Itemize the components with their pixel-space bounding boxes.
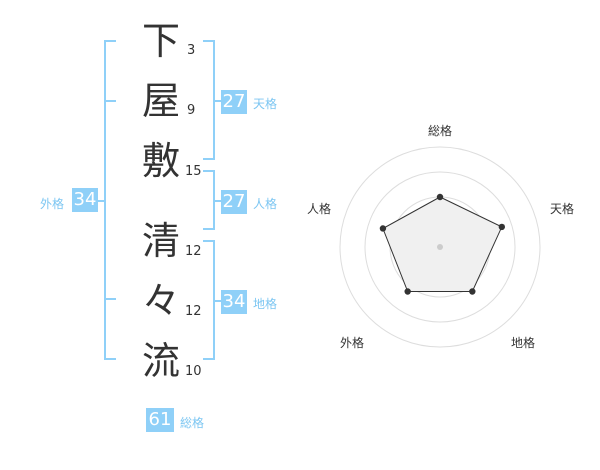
gaikaku-label: 外格: [40, 197, 65, 211]
bracket-line: [203, 240, 215, 242]
name-char-6: 流: [141, 339, 180, 383]
radar-score-points: [379, 193, 506, 295]
chikaku-value: 34: [221, 290, 247, 314]
radar-center-dot: [437, 244, 443, 250]
jinkaku-value: 27: [221, 190, 247, 214]
bracket-line: [104, 298, 116, 300]
bracket-line: [104, 40, 116, 42]
bracket-line: [213, 200, 221, 202]
radar-ring: [364, 171, 516, 323]
stroke-count-5: 12: [185, 304, 202, 319]
radar-point: [498, 223, 506, 231]
name-char-3: 敷: [141, 139, 180, 183]
name-char-2: 屋: [141, 79, 180, 123]
name-char-4: 清: [141, 219, 180, 263]
radar-label-chikaku: 地格: [511, 336, 536, 350]
bracket-line: [203, 40, 215, 42]
bracket-line: [213, 300, 221, 302]
bracket-line: [104, 100, 116, 102]
gaikaku-value: 34: [72, 188, 98, 212]
soukaku-label: 総格: [180, 416, 205, 430]
name-char-1: 下: [141, 19, 180, 63]
radar-point: [379, 225, 387, 232]
stroke-count-4: 12: [185, 244, 202, 259]
radar-label-gaikaku: 外格: [340, 336, 365, 350]
name-char-5: 々: [141, 279, 180, 323]
stroke-count-3: 15: [185, 164, 202, 179]
radar-label-jinkaku: 人格: [307, 202, 332, 216]
chikaku-label: 地格: [253, 297, 278, 311]
bracket-line: [203, 170, 215, 172]
radar-point: [469, 288, 476, 295]
radar-point: [404, 288, 411, 295]
stroke-count-2: 9: [187, 103, 196, 118]
stroke-count-6: 10: [185, 364, 202, 379]
bracket-line: [104, 358, 116, 360]
radar-ring: [339, 146, 541, 348]
bracket-line: [96, 200, 104, 202]
stroke-count-1: 3: [187, 43, 196, 58]
jinkaku-label: 人格: [253, 197, 278, 211]
bracket-line: [203, 228, 215, 230]
tenkaku-label: 天格: [253, 97, 278, 111]
bracket-line: [213, 100, 221, 102]
soukaku-value: 61: [146, 408, 174, 432]
radar-label-soukaku: 総格: [428, 124, 453, 138]
radar-point: [436, 193, 444, 201]
bracket-line: [203, 358, 215, 360]
radar-label-tenkaku: 天格: [550, 202, 575, 216]
tenkaku-value: 27: [221, 90, 247, 114]
bracket-line: [104, 40, 106, 360]
radar-score-polygon: [382, 196, 503, 292]
bracket-line: [203, 158, 215, 160]
